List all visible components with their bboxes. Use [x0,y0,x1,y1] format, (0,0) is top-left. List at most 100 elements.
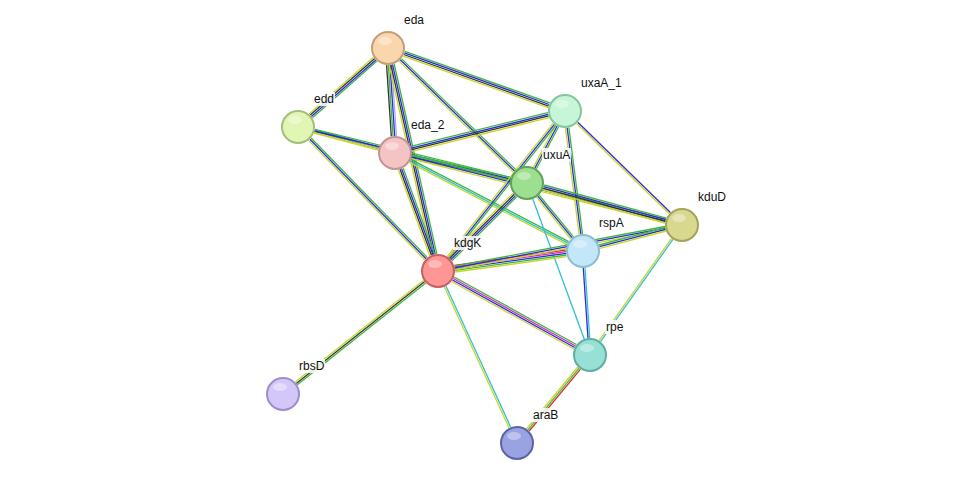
node-label: araB [532,408,559,422]
evidence-line [310,59,375,116]
evidence-line [453,279,575,347]
node-label: rbsD [298,359,325,373]
protein-node: araB [500,426,534,460]
protein-node: kduD [665,208,699,242]
evidence-line [447,123,553,256]
protein-node: edd [281,110,315,144]
evidence-line [401,59,516,170]
evidence-line [599,228,665,245]
interaction-edge [537,195,574,239]
protein-node: uxaA_1 [548,94,582,128]
evidence-line [538,196,572,238]
node-label: rpe [605,320,624,334]
evidence-line [544,185,666,218]
protein-node: eda [371,31,405,65]
node-gloss [385,142,399,150]
evidence-line [405,51,550,103]
interaction-edge [444,286,510,428]
evidence-line [309,57,373,114]
node-label: eda [403,13,425,27]
interaction-edge [398,168,434,256]
evidence-line [452,197,517,261]
evidence-line [450,194,515,258]
node-gloss [672,214,686,222]
node-label: kduD [697,190,727,204]
evidence-line [599,238,671,340]
evidence-line [311,60,376,117]
evidence-line [544,187,666,220]
interaction-edge [447,123,556,258]
protein-node: eda_2 [378,136,412,170]
node-gloss [517,172,531,180]
evidence-line [455,228,666,268]
protein-node: rspA [566,234,600,268]
evidence-line [533,199,584,339]
evidence-line [600,231,666,248]
node-label: edd [313,92,335,106]
evidence-line [448,193,513,257]
interaction-edge [454,227,665,270]
evidence-line [454,277,576,345]
protein-node: rpe [573,338,607,372]
node-gloss [273,383,287,391]
interaction-edge [583,268,589,338]
interaction-edge [533,199,584,339]
evidence-line [398,170,429,256]
evidence-line [446,286,511,427]
evidence-line [569,128,583,234]
node-label: kdgK [453,236,482,250]
interaction-edge [599,228,666,249]
interaction-edge [309,57,377,117]
evidence-line [404,55,549,107]
evidence-line [315,129,511,177]
evidence-line [537,197,571,239]
protein-node: rbsD [266,377,300,411]
evidence-line [403,168,434,254]
protein-node: uxuA [510,166,544,200]
interaction-edge [454,250,566,272]
evidence-line [599,229,665,246]
evidence-line [404,53,549,105]
interaction-edge [566,128,583,235]
evidence-line [527,367,578,429]
evidence-line [453,280,575,348]
interaction-edge [527,367,581,431]
evidence-line [454,227,665,267]
evidence-line [528,368,579,430]
evidence-line [566,128,580,234]
evidence-line [567,128,581,234]
interaction-edge [599,238,673,341]
evidence-line [577,124,670,214]
evidence-line [601,239,673,341]
node-gloss [580,344,594,352]
evidence-line [411,113,548,147]
node-gloss [288,116,302,124]
interaction-edge [403,51,550,107]
evidence-line [451,196,516,260]
evidence-line [387,65,392,136]
evidence-line [297,283,425,385]
node-label: uxaA_1 [580,76,623,90]
node-gloss [378,37,392,45]
evidence-line [295,280,423,382]
evidence-line [444,287,509,428]
node-label: uxuA [542,148,571,162]
node-gloss [555,100,569,108]
node-gloss [428,260,442,268]
evidence-line [449,124,555,257]
evidence-line [412,157,666,221]
evidence-line [450,125,556,258]
evidence-line [402,169,433,255]
interaction-edge [295,280,425,385]
evidence-line [313,61,377,118]
evidence-line [400,169,431,255]
node-label: rspA [598,216,625,230]
evidence-line [411,159,569,241]
protein-node: kdgK [421,254,455,288]
interaction-edge [448,193,516,261]
node-label: eda_2 [410,118,445,132]
node-gloss [573,240,587,248]
evidence-line [583,268,588,338]
evidence-line [296,282,424,384]
